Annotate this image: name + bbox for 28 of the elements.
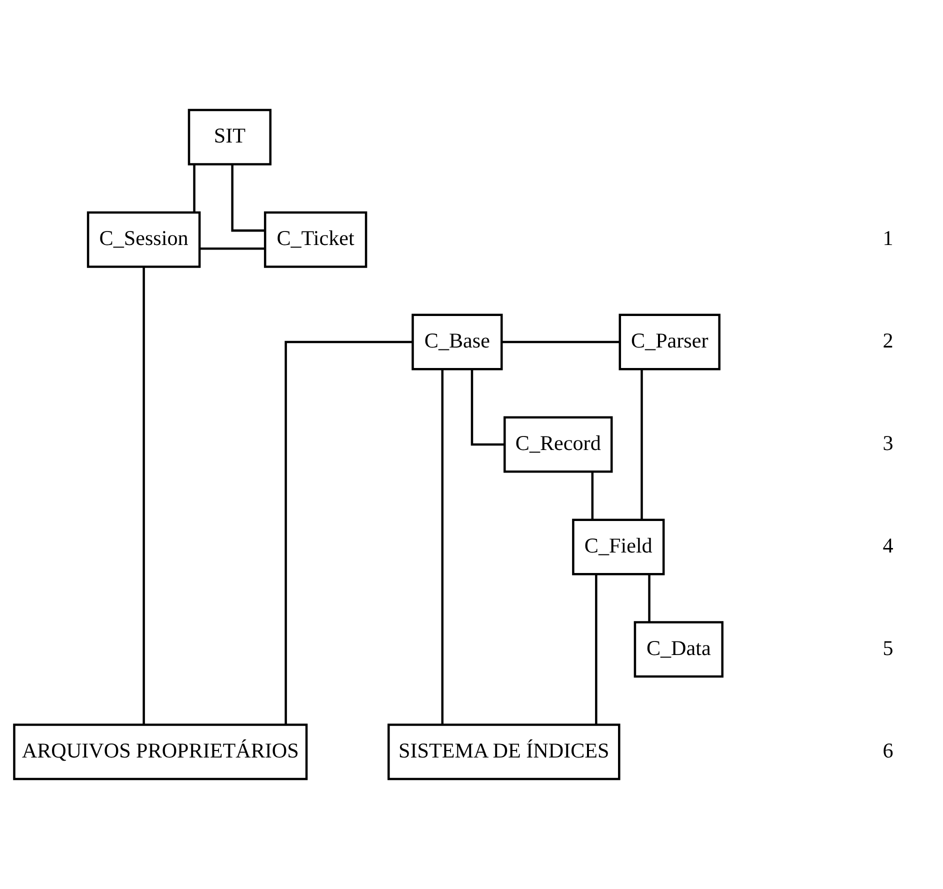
connector xyxy=(595,574,598,725)
connector xyxy=(441,370,444,724)
connector xyxy=(142,267,145,724)
node-box: C_Record xyxy=(504,416,613,473)
node-box: C_Parser xyxy=(618,314,720,370)
label: 5 xyxy=(882,636,894,660)
connector xyxy=(502,340,620,344)
node-box: C_Ticket xyxy=(264,211,368,268)
label: 6 xyxy=(882,738,894,762)
node-box: ARQUIVOS PROPRIETÁRIOS xyxy=(13,724,308,780)
node-box: C_Data xyxy=(634,621,724,678)
label: 1 xyxy=(882,226,894,250)
connector xyxy=(200,248,265,250)
connector xyxy=(193,164,196,212)
connector xyxy=(640,369,643,520)
connector xyxy=(470,370,505,446)
connector xyxy=(231,164,265,232)
label: 4 xyxy=(882,534,894,558)
node-box: C_Field xyxy=(572,518,665,576)
connector xyxy=(284,340,413,724)
node-box: SIT xyxy=(188,108,272,166)
connector xyxy=(648,574,650,622)
node-box: C_Session xyxy=(86,211,201,268)
label: 3 xyxy=(882,431,894,456)
label: 2 xyxy=(882,328,894,353)
connector xyxy=(591,472,594,520)
node-box: C_Base xyxy=(412,314,503,370)
node-box: SISTEMA DE ÍNDICES xyxy=(388,724,620,780)
